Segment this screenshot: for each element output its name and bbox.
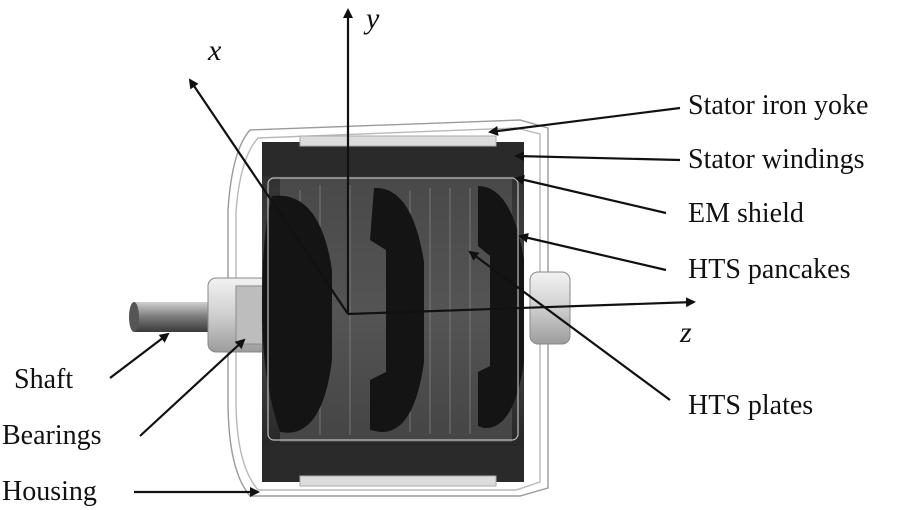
axis-x-label: x (207, 34, 222, 67)
coordinate-axes (188, 8, 696, 316)
label-hts-pancakes: HTS pancakes (688, 254, 851, 285)
label-shaft: Shaft (14, 364, 73, 395)
leader-arrows (109, 106, 681, 497)
label-stator-iron-yoke: Stator iron yoke (688, 90, 868, 121)
component-labels: Stator iron yoke Stator windings EM shie… (2, 90, 868, 507)
axis-z-label: z (679, 316, 692, 349)
hts-pancakes (262, 186, 524, 433)
label-em-shield: EM shield (688, 198, 804, 229)
label-stator-windings: Stator windings (688, 144, 865, 175)
label-bearings: Bearings (2, 420, 102, 451)
axis-labels: y x z (207, 2, 692, 349)
label-housing: Housing (2, 476, 97, 507)
bearings-left (207, 277, 271, 353)
label-hts-plates: HTS plates (688, 390, 813, 421)
stator-iron-yoke (299, 135, 497, 487)
axis-y-label: y (363, 2, 380, 35)
